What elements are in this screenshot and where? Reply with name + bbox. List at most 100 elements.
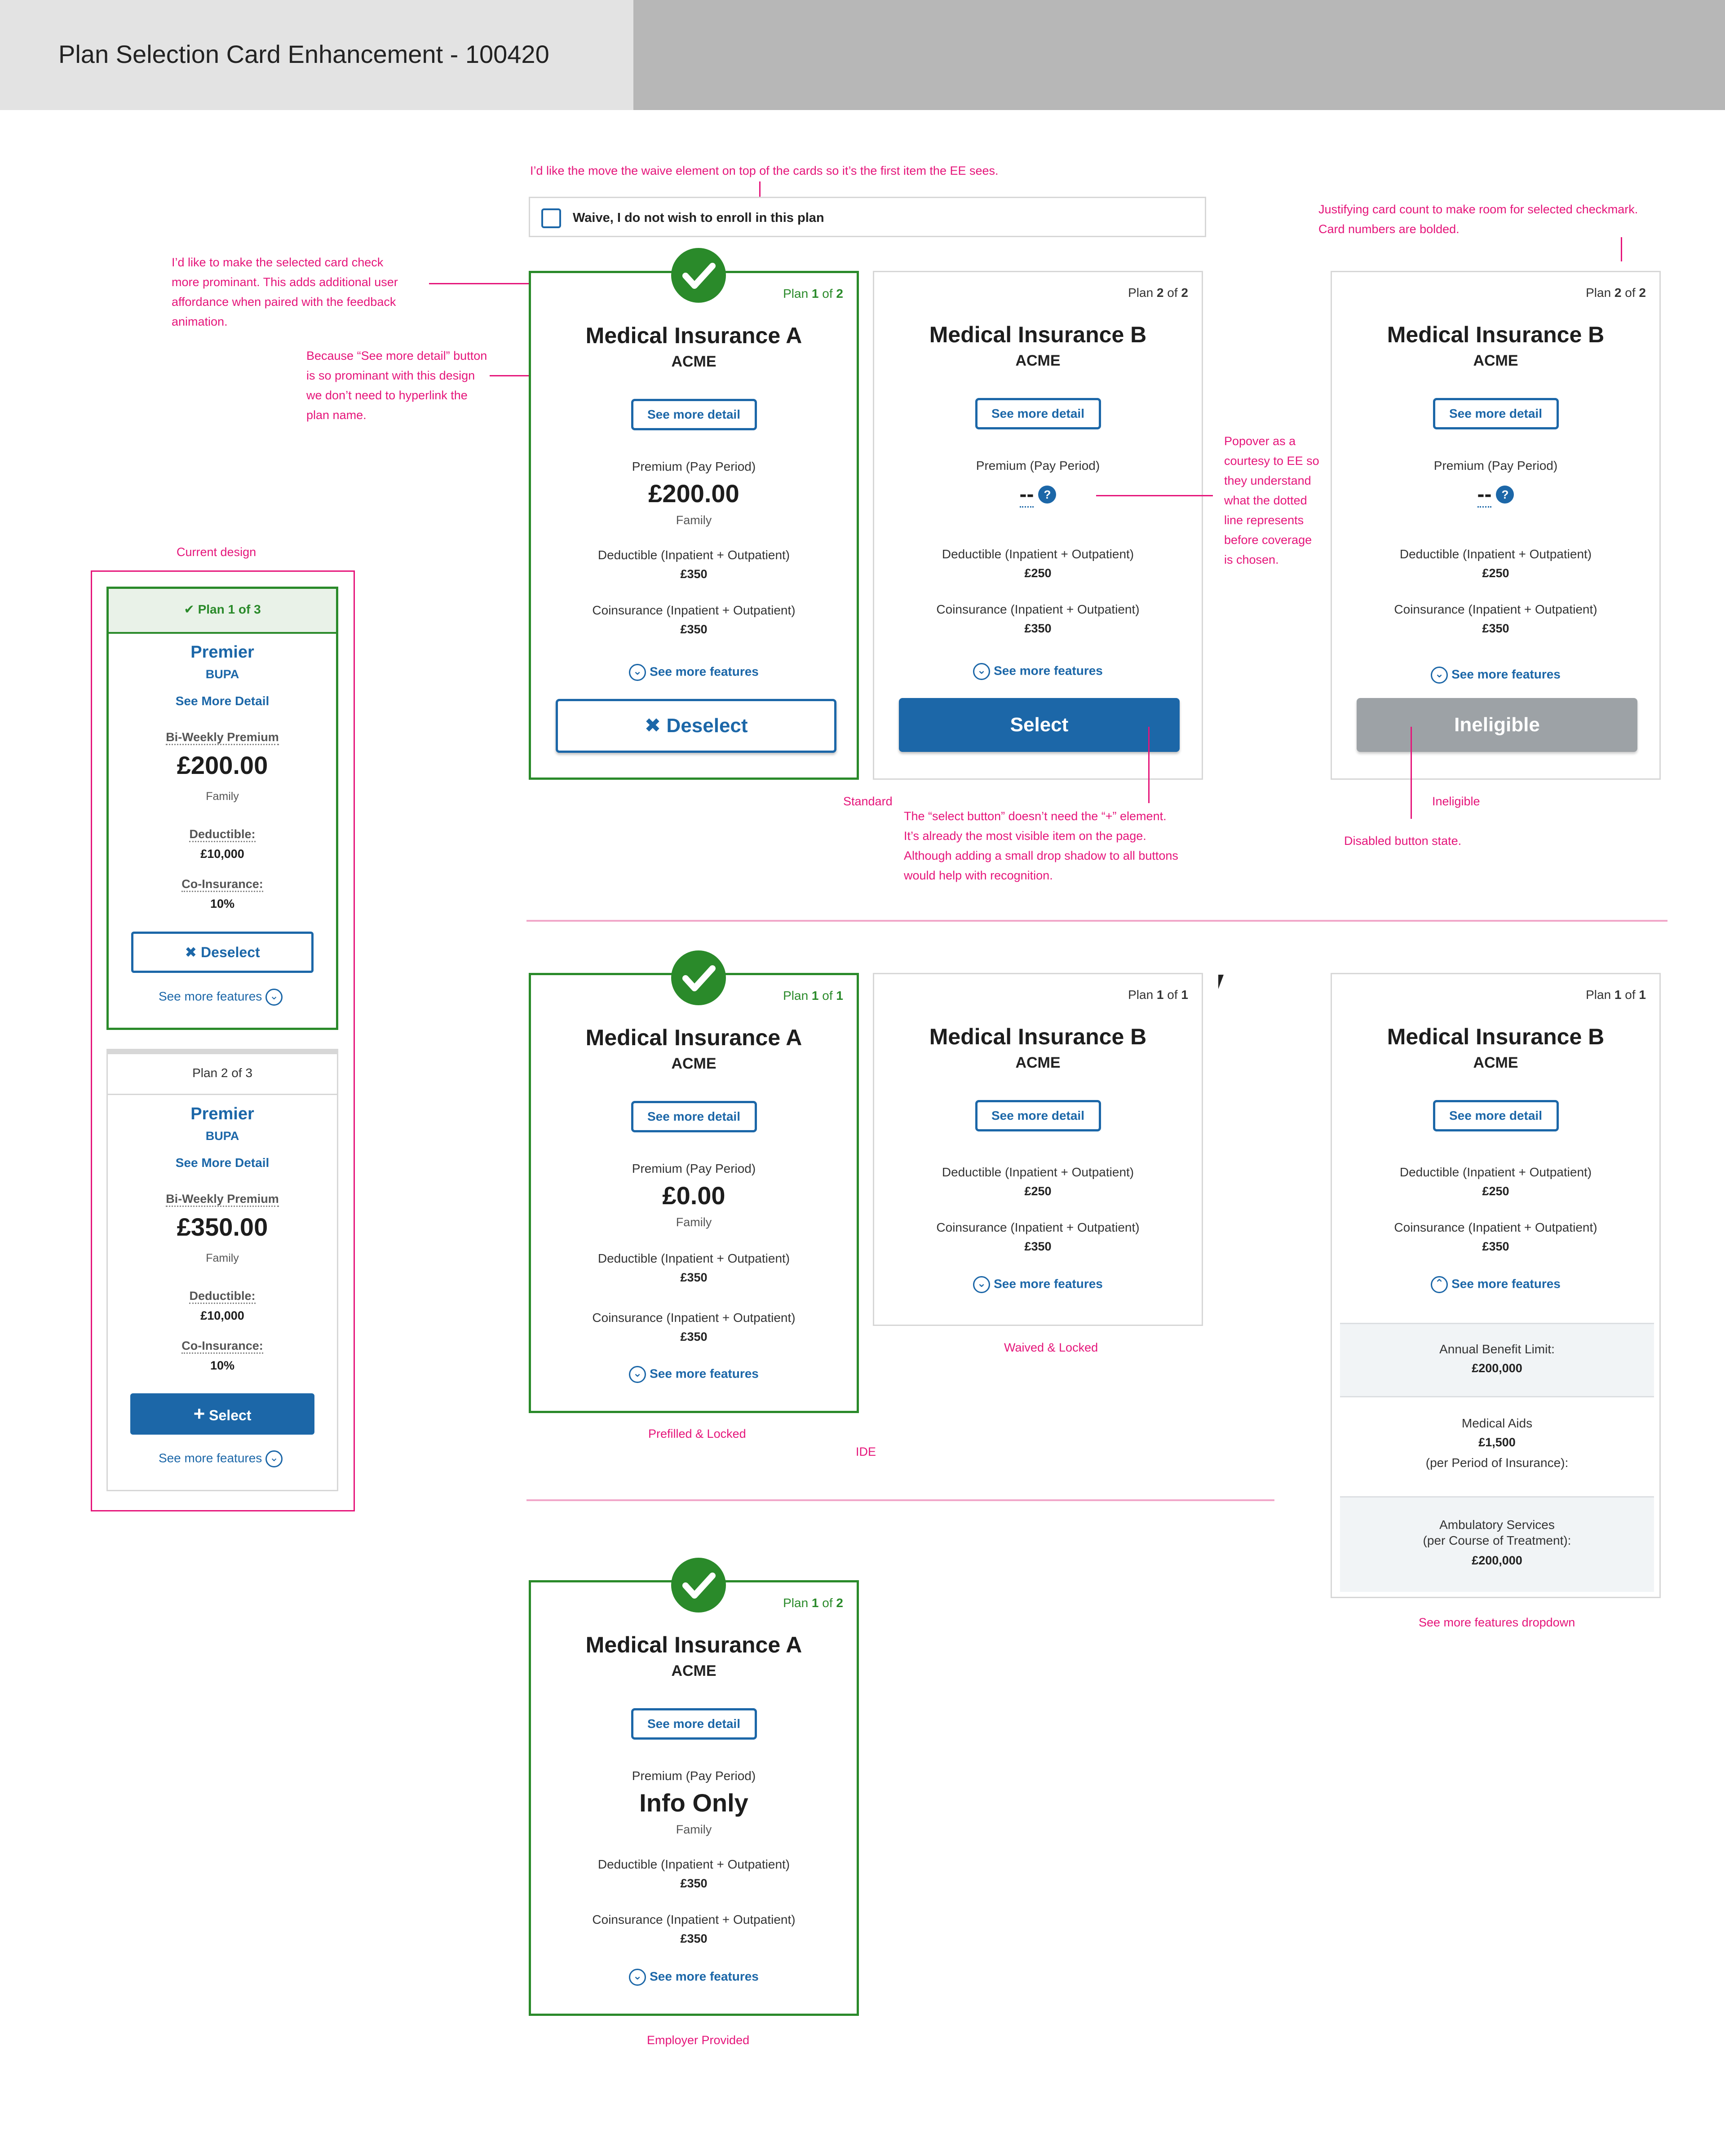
note-line: would help with recognition. xyxy=(904,869,1053,882)
plan-word: Plan xyxy=(1128,286,1154,300)
see-more-detail-button[interactable]: See more detail xyxy=(1433,1100,1559,1131)
ineligible-button: Ineligible xyxy=(1357,698,1637,752)
features-label: See more features xyxy=(158,1451,262,1465)
features-label: See more features xyxy=(994,663,1103,678)
note-line: we don’t need to hyperlink the xyxy=(306,389,468,402)
plan-name: Medical Insurance A xyxy=(585,1025,802,1050)
features-label: See more features xyxy=(994,1277,1103,1291)
chevron-up-icon: ⌃ xyxy=(1431,1276,1448,1293)
old-premium-label: Bi-Weekly Premium xyxy=(108,1192,337,1207)
plan-name: Medical Insurance B xyxy=(929,1024,1147,1049)
of-word: of xyxy=(1625,286,1636,300)
coinsurance-label: Coinsurance (Inpatient + Outpatient) xyxy=(1394,602,1597,616)
see-more-features-link[interactable]: ⌄See more features xyxy=(874,1276,1202,1293)
note-waive-move: I’d like the move the waive element on t… xyxy=(530,164,999,177)
plan-number: 1 xyxy=(1614,988,1622,1002)
plan-name: Medical Insurance B xyxy=(1387,322,1605,347)
deductible-value: £350 xyxy=(680,1877,708,1890)
of-word: of xyxy=(822,1596,833,1610)
old-premium-label-text: Bi-Weekly Premium xyxy=(166,1192,279,1207)
coinsurance-label: Coinsurance (Inpatient + Outpatient) xyxy=(1394,1220,1597,1234)
plan-count: Plan 2 of 2 xyxy=(1586,286,1646,300)
plan-card-b-standard[interactable]: Plan 2 of 2 Medical Insurance B ACME See… xyxy=(873,271,1203,780)
note-line: what the dotted xyxy=(1224,494,1307,507)
deselect-button[interactable]: ✖ Deselect xyxy=(556,699,836,753)
close-icon: ✖ xyxy=(644,715,661,737)
plan-count: Plan 1 of 1 xyxy=(1128,988,1188,1002)
coinsurance-label: Coinsurance (Inpatient + Outpatient) xyxy=(592,603,796,617)
old-premium-value: £200.00 xyxy=(177,751,268,779)
plan-word: Plan xyxy=(783,287,809,300)
deductible-label: Deductible (Inpatient + Outpatient) xyxy=(597,548,790,562)
note-line: I’d like to make the selected card check xyxy=(172,256,384,269)
section-divider xyxy=(526,920,1668,922)
check-icon xyxy=(671,950,726,1005)
plan-word: Plan xyxy=(1586,988,1611,1002)
label-waived: Waived & Locked xyxy=(1004,1341,1098,1354)
old-see-more-features-link[interactable]: See more features ⌄ xyxy=(109,989,336,1006)
plan-card-c-expanded[interactable]: Plan 1 of 1 Medical Insurance B ACME See… xyxy=(1331,973,1661,1598)
plan-number: 1 xyxy=(1156,988,1164,1002)
see-more-features-link[interactable]: ⌄See more features xyxy=(1332,667,1659,684)
waive-option[interactable]: Waive, I do not wish to enroll in this p… xyxy=(529,197,1206,237)
old-see-more-detail-link[interactable]: See More Detail xyxy=(175,1156,270,1170)
section-divider xyxy=(526,1499,1274,1501)
old-deductible-label: Deductible: xyxy=(109,827,336,842)
see-more-detail-button[interactable]: See more detail xyxy=(631,1101,757,1132)
premium-label: Premium (Pay Period) xyxy=(976,459,1100,473)
see-less-features-link[interactable]: ⌃See more features xyxy=(1332,1276,1659,1293)
deductible-label: Deductible (Inpatient + Outpatient) xyxy=(942,1165,1134,1179)
old-deductible-label-text: Deductible: xyxy=(189,827,256,842)
premium-value: £200.00 xyxy=(648,479,739,508)
plan-total: 1 xyxy=(1639,988,1646,1002)
see-more-features-link[interactable]: ⌄See more features xyxy=(531,1366,857,1383)
old-see-more-detail-link[interactable]: See More Detail xyxy=(175,694,270,708)
old-plan-name: Premier xyxy=(190,643,254,662)
waive-checkbox[interactable] xyxy=(541,208,561,228)
see-more-detail-button[interactable]: See more detail xyxy=(631,1708,757,1740)
plan-number: 1 xyxy=(811,1596,819,1610)
help-icon[interactable]: ? xyxy=(1496,486,1514,504)
old-see-more-features-link[interactable]: See more features ⌄ xyxy=(108,1450,337,1467)
deductible-label: Deductible (Inpatient + Outpatient) xyxy=(1399,547,1592,561)
plan-card-a-selected[interactable]: Plan 1 of 2 Medical Insurance A ACME See… xyxy=(529,271,859,780)
see-more-features-link[interactable]: ⌄See more features xyxy=(531,1969,857,1986)
plan-total: 1 xyxy=(836,989,843,1003)
note-select-button: The “select button” doesn’t need the “+”… xyxy=(904,806,1178,885)
plan-total: 2 xyxy=(1181,286,1188,300)
of-word: of xyxy=(822,989,833,1003)
coinsurance-value: £350 xyxy=(1482,622,1509,635)
plan-name: Medical Insurance A xyxy=(585,323,802,348)
see-more-features-link[interactable]: ⌄See more features xyxy=(874,663,1202,680)
help-icon[interactable]: ? xyxy=(1038,486,1057,504)
old-plan-card[interactable]: Plan 2 of 3 Premier BUPA See More Detail… xyxy=(106,1049,338,1491)
coinsurance-label: Coinsurance (Inpatient + Outpatient) xyxy=(936,602,1140,616)
see-more-detail-button[interactable]: See more detail xyxy=(1433,398,1559,429)
annotation-line xyxy=(1411,727,1412,819)
see-more-detail-button[interactable]: See more detail xyxy=(975,398,1101,429)
old-plan-card-selected[interactable]: ✔ Plan 1 of 3 Premier BUPA See More Deta… xyxy=(106,587,338,1030)
header-bar-right xyxy=(633,0,1725,110)
select-button[interactable]: Select xyxy=(899,698,1180,752)
coinsurance-value: £350 xyxy=(680,1330,708,1343)
plan-card-b-waived: Plan 1 of 1 Medical Insurance B ACME See… xyxy=(873,973,1203,1326)
old-premium-value: £350.00 xyxy=(177,1213,268,1241)
plan-card-a-employer: Plan 1 of 2 Medical Insurance A ACME See… xyxy=(529,1580,859,2016)
plan-number: 2 xyxy=(1614,286,1622,300)
see-more-detail-button[interactable]: See more detail xyxy=(975,1100,1101,1131)
old-deductible-label: Deductible: xyxy=(108,1289,337,1304)
plan-number: 1 xyxy=(811,989,819,1003)
feature-label: Annual Benefit Limit: xyxy=(1439,1342,1555,1356)
deductible-value: £250 xyxy=(1024,1184,1052,1198)
annotation-line xyxy=(1621,237,1622,261)
see-more-detail-button[interactable]: See more detail xyxy=(631,399,757,430)
coinsurance-value: £350 xyxy=(1024,622,1052,635)
plan-total: 2 xyxy=(1639,286,1646,300)
old-deselect-button[interactable]: ✖ Deselect xyxy=(131,932,314,973)
old-coverage-tier: Family xyxy=(206,1252,239,1264)
old-select-button[interactable]: + Select xyxy=(130,1393,314,1435)
note-line: It’s already the most visible item on th… xyxy=(904,829,1146,843)
plan-total: 1 xyxy=(1181,988,1188,1002)
label-employer: Employer Provided xyxy=(647,2033,750,2047)
see-more-features-link[interactable]: ⌄See more features xyxy=(531,664,857,681)
